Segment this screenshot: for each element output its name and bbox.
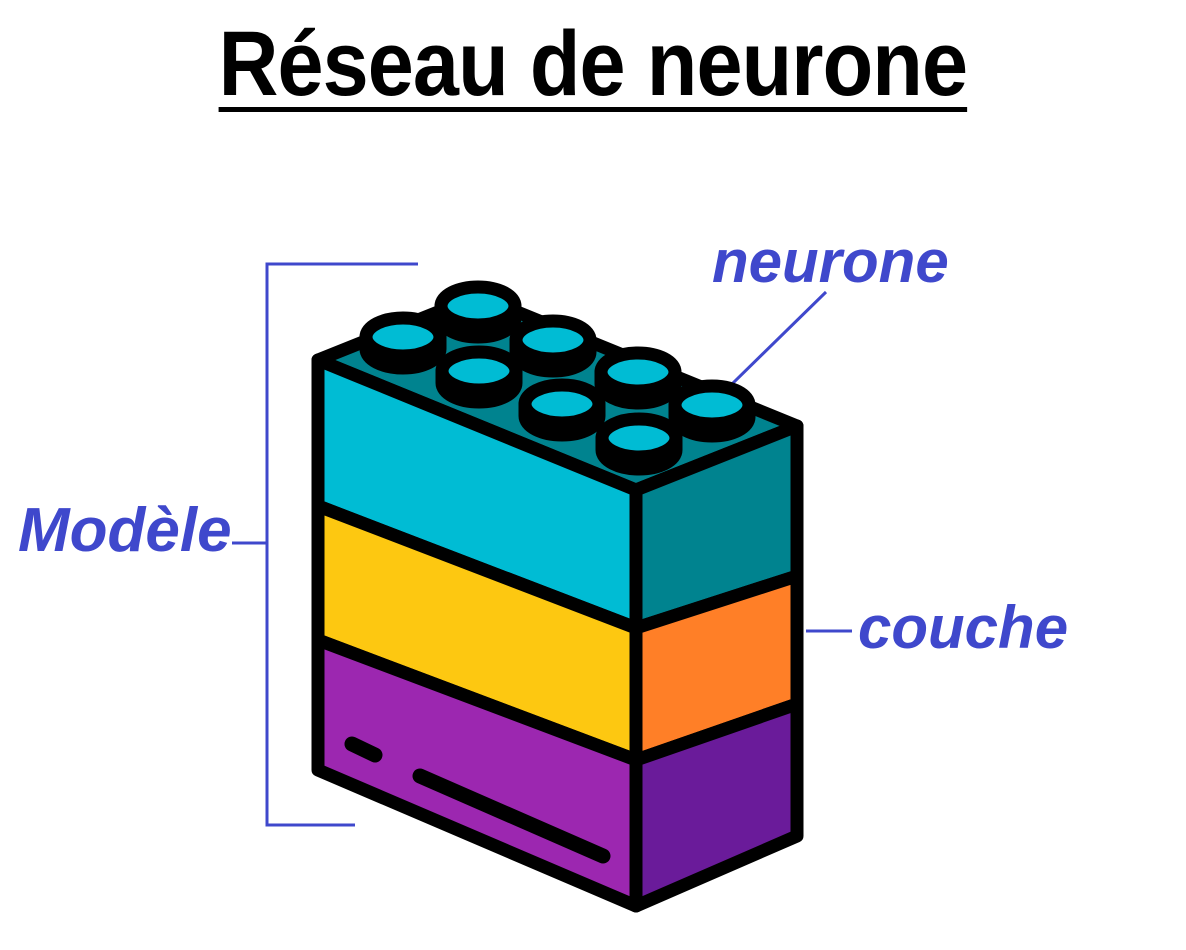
stud xyxy=(434,280,522,344)
neurone-label: neurone xyxy=(712,228,949,295)
stud xyxy=(518,378,606,442)
stud xyxy=(435,345,523,409)
model-bracket xyxy=(232,262,418,827)
stud xyxy=(594,346,682,410)
neurone-pointer-line xyxy=(730,290,828,386)
bottom-layer-groove-short xyxy=(344,736,383,763)
stud xyxy=(668,379,756,443)
bottom-layer-side xyxy=(629,697,804,913)
page-title: Réseau de neurone xyxy=(0,18,1186,110)
stud xyxy=(595,412,683,476)
modele-label: Modèle xyxy=(18,496,232,565)
couche-label: couche xyxy=(858,594,1069,661)
bottom-layer-groove-long xyxy=(412,768,611,864)
stud xyxy=(359,311,447,375)
stud xyxy=(509,314,597,378)
block-icon xyxy=(311,280,804,913)
page-title-text: Réseau de neurone xyxy=(218,13,968,115)
